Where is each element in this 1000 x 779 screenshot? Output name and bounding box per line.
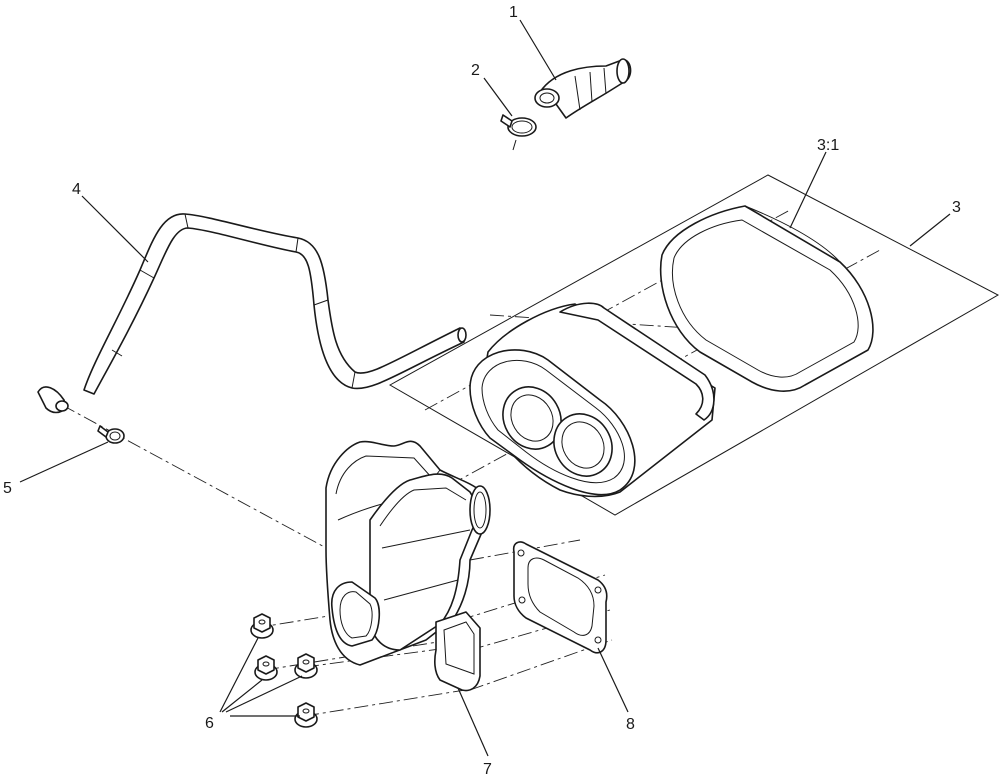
callout-3-1: 3:1 — [817, 137, 839, 154]
callout-2: 2 — [471, 62, 480, 79]
callout-8: 8 — [626, 716, 635, 733]
flange-nuts — [250, 613, 318, 728]
leader-lines — [19, 19, 951, 757]
hose-clamp-small — [500, 114, 537, 151]
pre-filter-sleeve — [659, 205, 874, 392]
flange-nut — [294, 653, 318, 679]
hose-fitting — [37, 386, 69, 414]
hose-elbow-part — [534, 58, 632, 119]
callout-4: 4 — [72, 181, 81, 198]
air-intake-housing — [325, 440, 491, 692]
callout-6: 6 — [205, 715, 214, 732]
callout-5: 5 — [3, 480, 12, 497]
callout-labels: 1 2 3:1 3 4 5 6 7 8 — [3, 4, 961, 778]
flange-nut — [294, 702, 318, 728]
breather-hose — [83, 213, 467, 395]
intake-gasket — [512, 541, 608, 654]
flange-nut — [250, 613, 274, 639]
callout-7: 7 — [483, 761, 492, 778]
callout-3: 3 — [952, 199, 961, 216]
callout-1: 1 — [509, 4, 518, 21]
hose-clamp-fitting — [97, 425, 125, 444]
flange-nut — [254, 655, 278, 681]
air-filter-element — [469, 302, 716, 498]
